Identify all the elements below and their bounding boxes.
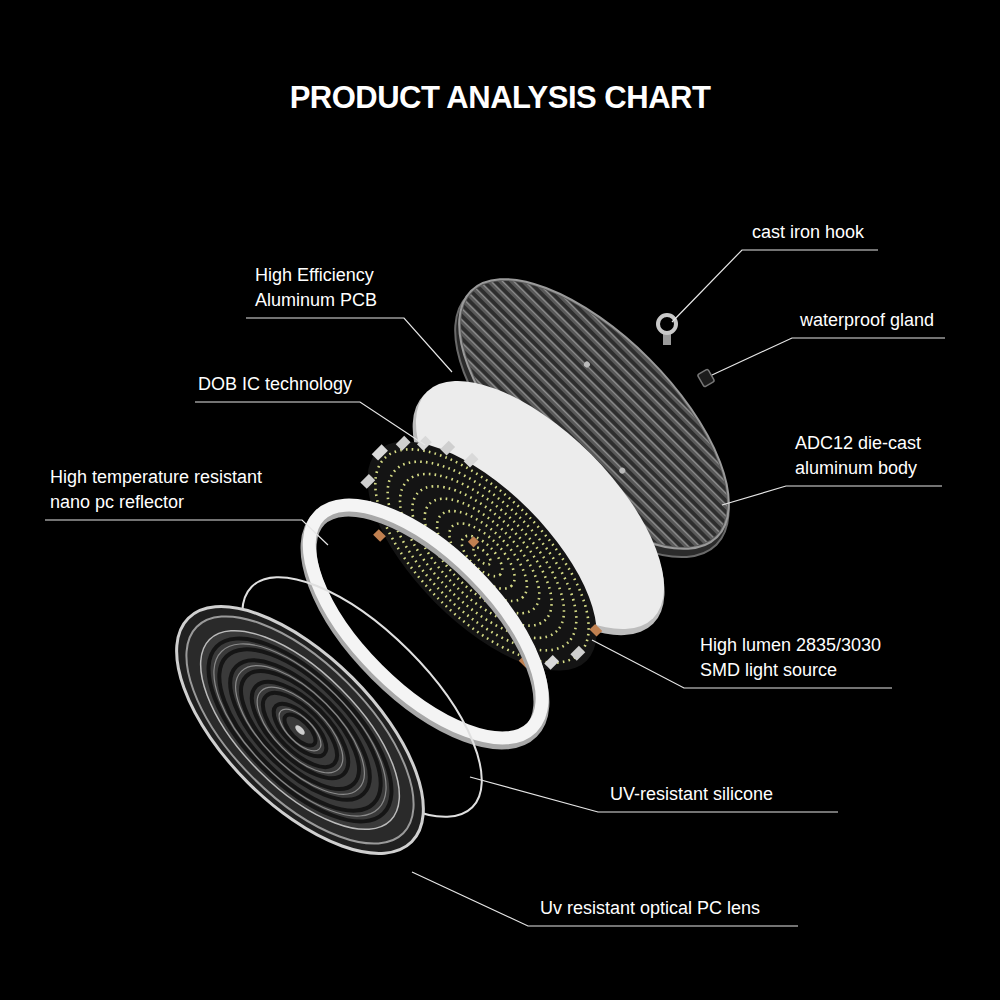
cast-iron-hook — [658, 315, 676, 345]
part-label: Uv resistant optical PC lens — [540, 896, 798, 921]
part-label: High lumen 2835/3030 SMD light source — [700, 633, 900, 683]
leader-line — [712, 338, 945, 375]
lens-center — [294, 724, 307, 737]
lens-groove — [265, 695, 334, 764]
leader-lines — [45, 250, 945, 926]
hook-eye — [658, 315, 676, 333]
lens-highlight — [272, 702, 327, 757]
part-label: cast iron hook — [752, 220, 882, 245]
ic-chip — [544, 655, 559, 670]
led-ring — [390, 464, 574, 648]
lens-rim — [136, 566, 464, 894]
driver-components — [332, 403, 628, 699]
lens-groove — [222, 652, 378, 808]
part-label: DOB IC technology — [198, 372, 363, 397]
led-rings — [341, 415, 622, 696]
leader-line — [45, 520, 328, 545]
lens-groove — [193, 623, 407, 837]
lens-highlight — [186, 616, 414, 844]
ic-chip — [360, 474, 375, 489]
waterproof-gland — [697, 369, 714, 387]
lens-groove — [179, 609, 421, 851]
lens-highlight — [243, 673, 356, 786]
leader-line — [246, 318, 452, 372]
part-label: High temperature resistant nano pc refle… — [50, 465, 302, 515]
ic-chip — [440, 441, 455, 456]
lens-highlights — [186, 616, 414, 844]
ic-chip — [464, 453, 479, 468]
led-ring — [406, 480, 557, 631]
pc-lens — [136, 566, 464, 894]
lens-body — [168, 598, 431, 861]
lens-grooves — [179, 609, 421, 851]
capacitor — [468, 536, 479, 547]
led-ring — [358, 432, 607, 681]
part-label: waterproof gland — [800, 308, 950, 333]
lens-groove — [279, 709, 320, 750]
leader-line — [195, 402, 425, 445]
ic-chip — [372, 444, 388, 460]
screw-hole — [583, 360, 591, 368]
led-ring — [374, 448, 590, 664]
part-label: High Efficiency Aluminum PCB — [255, 263, 405, 313]
leader-line — [412, 872, 798, 926]
capacitor — [589, 624, 602, 637]
screw-hole — [618, 466, 626, 474]
led-ring — [471, 545, 494, 568]
part-label: UV-resistant silicone — [610, 782, 840, 807]
gland-nut — [697, 369, 714, 387]
lens-flange — [149, 579, 450, 880]
ic-chip — [417, 436, 432, 451]
capacitor — [373, 529, 386, 542]
ic-chip — [570, 646, 585, 661]
chart-title: PRODUCT ANALYSIS CHART — [0, 80, 1000, 116]
part-label: ADC12 die-cast aluminum body — [795, 431, 945, 481]
leader-line — [722, 486, 942, 505]
ic-chip — [396, 436, 411, 451]
lens-highlight — [215, 645, 385, 815]
led-ring — [341, 415, 622, 696]
